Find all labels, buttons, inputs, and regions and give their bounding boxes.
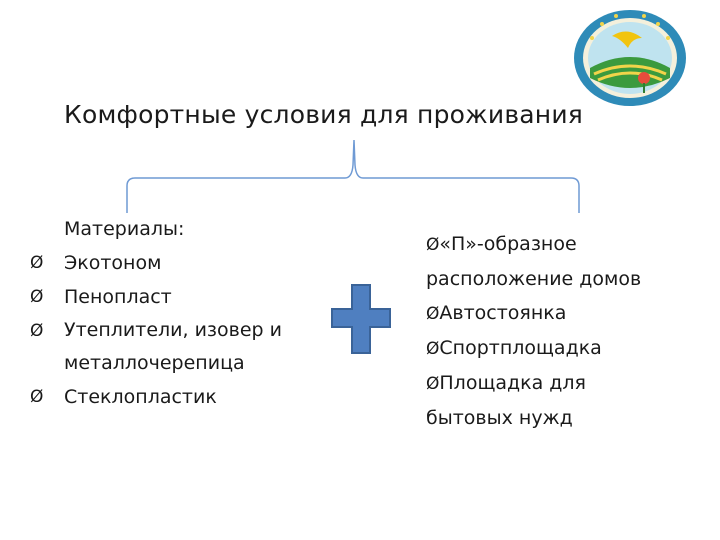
list-item-continuation: бытовых нужд [426, 407, 573, 429]
list-item: ØСпортплощадка [426, 337, 602, 359]
arrow-bullet-icon: Ø [426, 374, 440, 394]
page-title: Комфортные условия для проживания [64, 100, 584, 129]
arrow-bullet-icon: Ø [426, 339, 440, 359]
emblem-seal-icon [574, 10, 686, 106]
list-item: ØАвтостоянка [426, 302, 567, 324]
arrow-bullet-icon: Ø [426, 304, 440, 324]
arrow-bullet-icon: Ø [30, 287, 44, 307]
list-item-continuation: расположение домов [426, 268, 642, 290]
list-item: Ø Утеплители, изовер и металлочерепица [30, 314, 330, 380]
list-item: Ø Стеклопластик [30, 380, 330, 414]
arrow-bullet-icon: Ø [426, 235, 440, 255]
arrow-bullet-icon: Ø [30, 321, 44, 341]
list-item: Ø Пенопласт [30, 280, 330, 314]
materials-heading: Материалы: [64, 218, 185, 240]
list-item: ØПлощадка для [426, 372, 586, 394]
features-list: Ø«П»-образное расположение домов ØАвтост… [426, 227, 716, 435]
materials-list: Материалы: Ø Экотоном Ø Пенопласт Ø Утеп… [30, 212, 330, 414]
plus-icon [331, 284, 391, 354]
arrow-bullet-icon: Ø [30, 387, 44, 407]
list-item: Ø«П»-образное [426, 233, 577, 255]
arrow-bullet-icon: Ø [30, 253, 44, 273]
list-item: Ø Экотоном [30, 246, 330, 280]
